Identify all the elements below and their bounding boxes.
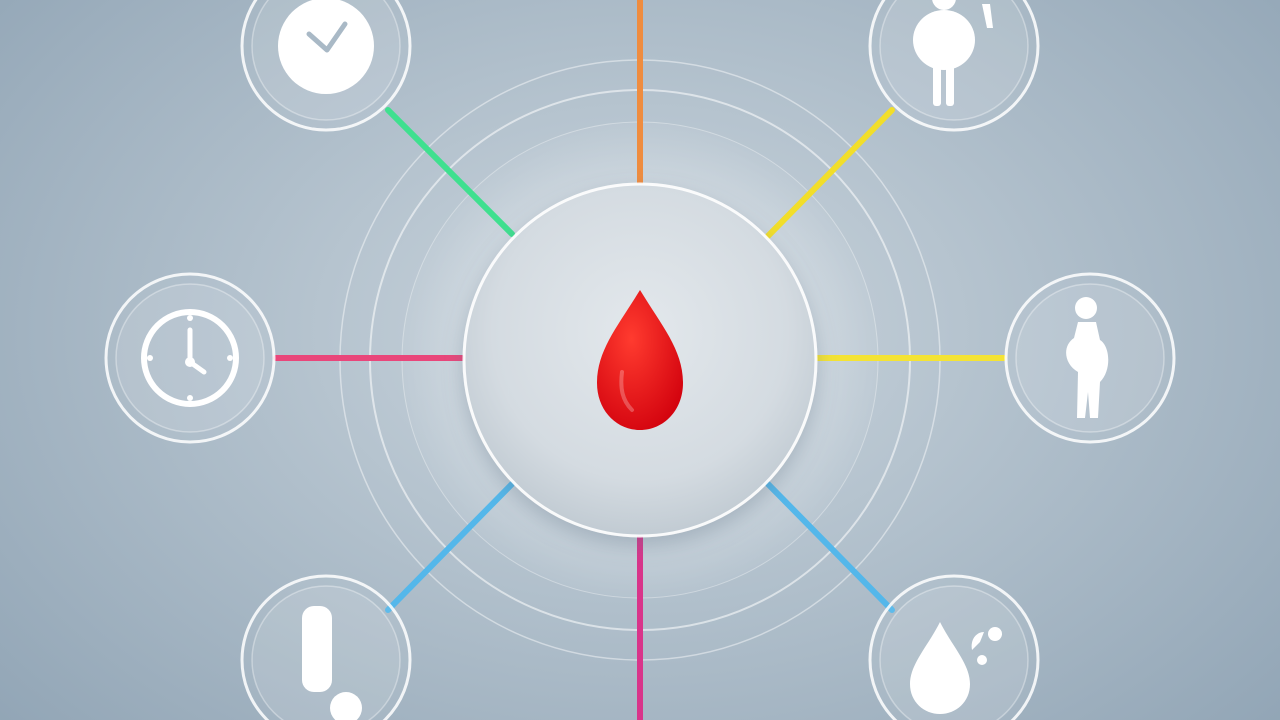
pregnant-woman-profile-icon [1066, 297, 1109, 418]
node-left[interactable] [104, 272, 276, 444]
wall-clock-icon [278, 0, 374, 94]
pregnant-woman-icon [913, 0, 993, 106]
node-right[interactable] [1004, 272, 1176, 444]
blood-drop-icon [597, 290, 683, 430]
node-bottom-right[interactable] [868, 574, 1040, 720]
node-bottom-left[interactable] [240, 574, 412, 720]
exclamation-icon [302, 606, 362, 720]
connector-top-right [765, 107, 895, 239]
node-top-left[interactable] [240, 0, 412, 132]
connector-bottom-left [385, 481, 515, 613]
water-drop-icon [910, 622, 1002, 714]
connectors [273, 0, 1007, 720]
node-top-right[interactable] [868, 0, 1040, 132]
connector-top-left [385, 107, 515, 237]
clock-icon [141, 309, 239, 407]
connector-bottom-right [765, 481, 895, 613]
center-disc [462, 182, 818, 538]
